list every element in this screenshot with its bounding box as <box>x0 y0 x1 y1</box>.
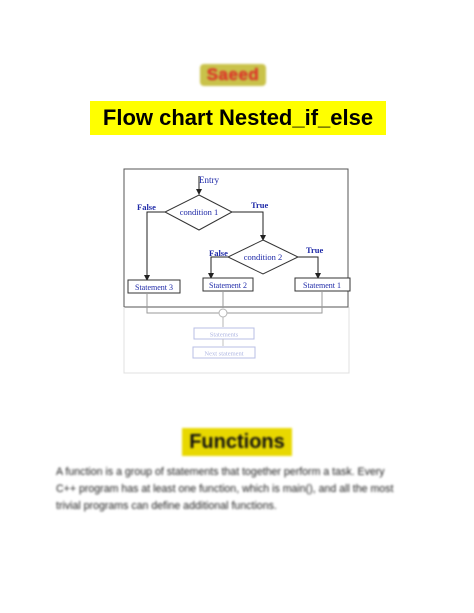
merge-line-right <box>227 291 323 314</box>
flowchart-frame-top <box>123 168 349 308</box>
statements-box-label: Statements <box>210 332 239 339</box>
title-band: Flow chart Nested_if_else <box>90 101 386 135</box>
statement3-label: Statement 3 <box>135 283 173 292</box>
functions-heading: Functions <box>189 430 285 453</box>
flowchart: Entry condition 1 False True condition 2… <box>123 168 351 376</box>
statements-box <box>193 327 255 340</box>
statement1-label: Statement 1 <box>303 281 341 290</box>
statement2-label: Statement 2 <box>209 281 247 290</box>
statement2-box <box>202 277 254 292</box>
false2-label: False <box>209 248 228 258</box>
functions-heading-band: Functions <box>182 428 292 456</box>
true2-arrow <box>298 256 321 279</box>
true1-arrow <box>232 211 266 241</box>
flowchart-svg: Entry condition 1 False True condition 2… <box>123 168 351 374</box>
false2-arrow <box>208 256 228 279</box>
false1-arrow <box>144 211 165 281</box>
next-statement-box-label: Next statement <box>204 351 243 358</box>
statement3-box <box>127 279 181 294</box>
next-statement-box <box>192 346 256 359</box>
merge-connector <box>218 308 228 318</box>
condition2-label: condition 2 <box>244 252 282 262</box>
true1-label: True <box>251 200 269 210</box>
flowchart-frame-bottom <box>123 307 350 374</box>
functions-paragraph: A function is a group of statements that… <box>56 466 394 512</box>
author-name: Saeed <box>206 65 260 84</box>
true2-label: True <box>306 245 324 255</box>
page-title: Flow chart Nested_if_else <box>102 105 374 130</box>
condition1-diamond <box>163 194 234 231</box>
author-badge: Saeed <box>200 64 266 86</box>
false1-label: False <box>137 202 156 212</box>
merge-line-left <box>146 293 219 314</box>
condition1-label: condition 1 <box>180 207 218 217</box>
condition2-diamond <box>226 239 300 275</box>
entry-label: Entry <box>199 175 219 185</box>
